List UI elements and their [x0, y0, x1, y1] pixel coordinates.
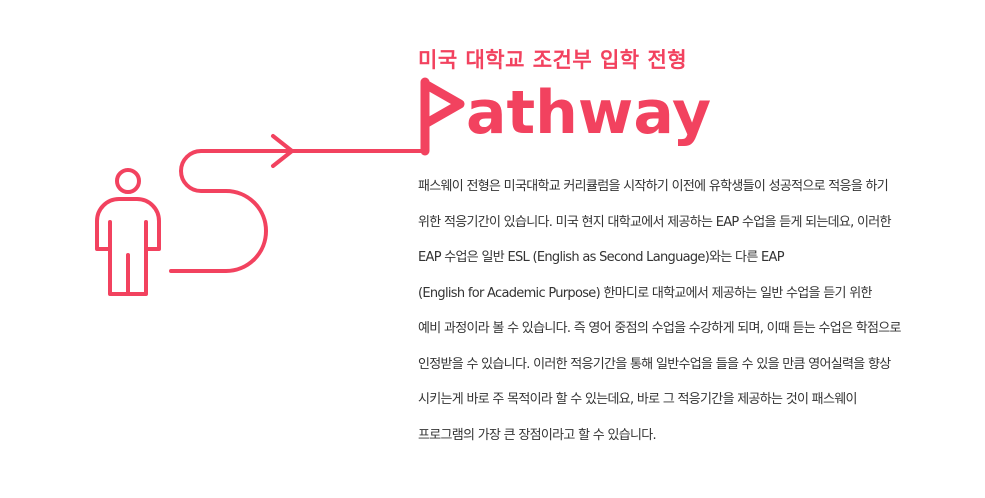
- s-curve-line: [169, 149, 427, 273]
- page-subtitle: 미국 대학교 조건부 입학 전형: [418, 48, 688, 72]
- description-line: 예비 과정이라 볼 수 있습니다. 즉 영어 중점의 수업을 수강하게 되며, …: [418, 321, 902, 336]
- flag-banner: [420, 79, 465, 129]
- description-line: EAP 수업은 일반 ESL (English as Second Langua…: [418, 250, 785, 265]
- description-line: 위한 적응기간이 있습니다. 미국 현지 대학교에서 제공하는 EAP 수업을 …: [418, 214, 892, 230]
- description-line: 인정받을 수 있습니다. 이러한 적응기간을 통해 일반수업을 들을 수 있을 …: [418, 356, 891, 372]
- person-body: [95, 197, 161, 296]
- description-line: 시키는게 바로 주 목적이라 할 수 있는데요, 바로 그 적응기간을 제공하는…: [418, 392, 857, 407]
- description-line: 프로그램의 가장 큰 장점이라고 할 수 있습니다.: [418, 427, 657, 443]
- flag-p-letter-icon: [420, 77, 465, 156]
- description-line: 패스웨이 전형은 미국대학교 커리큘럼을 시작하기 이전에 유학생들이 성공적으…: [418, 179, 889, 194]
- person-outline-icon: [95, 168, 161, 296]
- person-head: [115, 168, 141, 194]
- page-title: athway: [466, 78, 711, 148]
- s-curve-arrow-path: [169, 134, 427, 273]
- description-line: (English for Academic Purpose) 한마디로 대학교에…: [418, 285, 872, 301]
- description-paragraph: 패스웨이 전형은 미국대학교 커리큘럼을 시작하기 이전에 유학생들이 성공적으…: [418, 174, 978, 458]
- arrow-head-icon: [271, 134, 294, 168]
